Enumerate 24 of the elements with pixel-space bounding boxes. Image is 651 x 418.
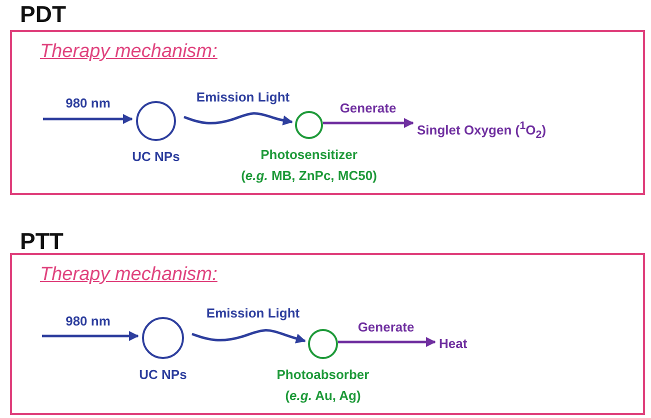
edge-label: 980 nm xyxy=(64,96,112,110)
edge-label: Generate xyxy=(356,320,416,334)
edge-label: Emission Light xyxy=(204,306,302,320)
node-caption: UC NPs xyxy=(139,366,187,384)
panel-heading: PDT xyxy=(20,1,66,28)
arrow xyxy=(42,331,139,341)
edge-label: 980 nm xyxy=(64,314,112,328)
node-caption: UC NPs xyxy=(132,148,180,166)
node-caption: Photosensitizer xyxy=(260,146,358,164)
arrow xyxy=(184,112,293,126)
product-text: Singlet Oxygen ($^{1}$O$_{2}$) xyxy=(417,116,587,136)
arrow xyxy=(338,337,436,347)
edge-label: Emission Light xyxy=(194,90,292,104)
arrow xyxy=(323,118,414,128)
node-caption: (e.g. MB, ZnPc, MC50) xyxy=(241,167,377,185)
section-heading: Therapy mechanism: xyxy=(40,41,218,63)
panel-heading: PTT xyxy=(20,228,64,255)
section-heading: Therapy mechanism: xyxy=(40,264,218,286)
node-caption: (e.g. Au, Ag) xyxy=(284,387,362,405)
arrow xyxy=(43,114,133,124)
node-caption: Photoabsorber xyxy=(276,366,370,384)
arrow xyxy=(192,329,306,344)
edge-label: Generate xyxy=(338,100,398,116)
product-text: Heat xyxy=(439,334,484,354)
